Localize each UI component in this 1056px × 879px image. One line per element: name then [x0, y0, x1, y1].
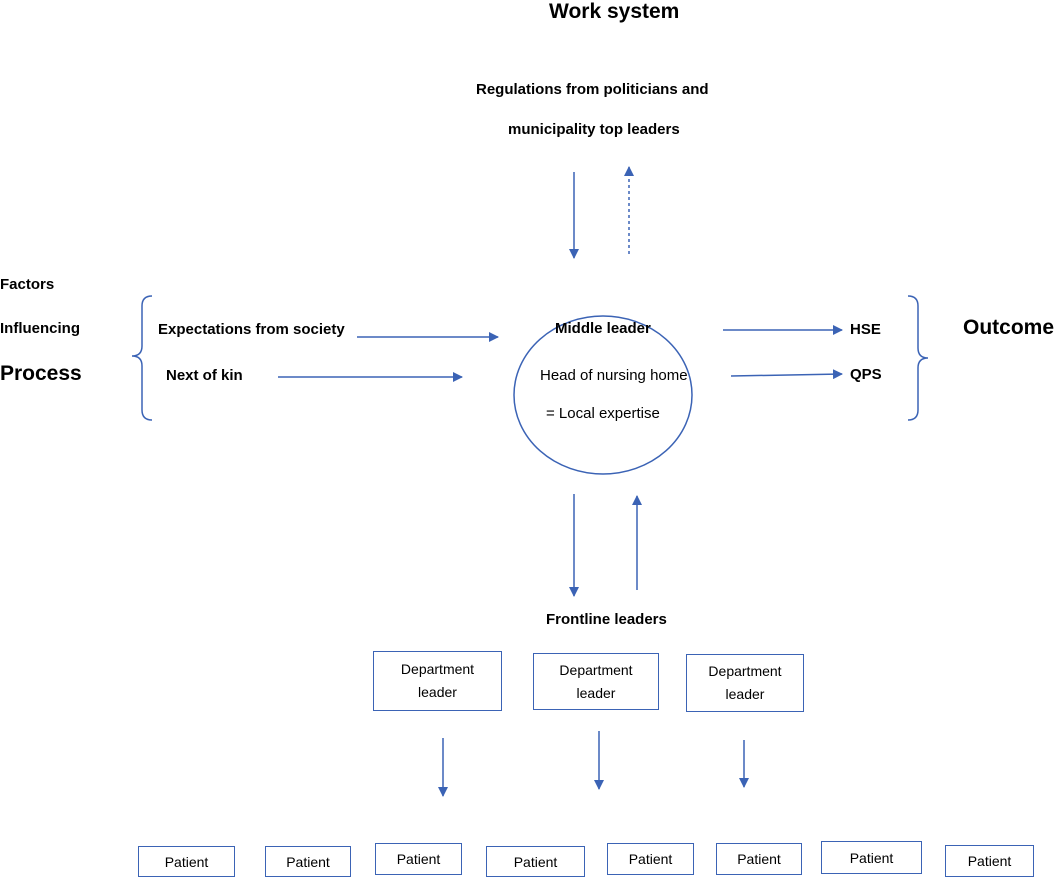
factors-label: Factors — [0, 276, 55, 293]
patient-label: Patient — [396, 851, 441, 867]
regulations-line1: Regulations from politicians and — [476, 81, 709, 98]
department-label: Department — [708, 663, 782, 679]
patient-box: Patient — [945, 845, 1034, 877]
patient-box: Patient — [375, 843, 462, 875]
patient-label: Patient — [967, 853, 1012, 869]
department-label: Department — [559, 661, 633, 678]
head-of-nursing-home-label: Head of nursing home — [540, 367, 688, 384]
department-label: Department — [400, 661, 475, 677]
department-leader-box: Department leader — [373, 651, 502, 711]
patient-box: Patient — [265, 846, 351, 877]
patient-label: Patient — [628, 851, 673, 867]
patient-box: Patient — [716, 843, 802, 875]
next-of-kin-label: Next of kin — [166, 367, 243, 384]
local-expertise-label: = Local expertise — [546, 405, 660, 422]
expectations-label: Expectations from society — [158, 321, 345, 338]
department-leader-label: leader — [576, 684, 616, 701]
patient-label: Patient — [513, 853, 558, 870]
process-label: Process — [0, 362, 82, 385]
patient-label: Patient — [164, 853, 209, 870]
patient-label: Patient — [286, 853, 330, 870]
arrow-qps — [730, 369, 843, 380]
diagram-title: Work system — [549, 0, 680, 23]
patient-box: Patient — [486, 846, 585, 877]
patient-box: Patient — [138, 846, 235, 877]
patient-label: Patient — [849, 849, 894, 866]
qps-label: QPS — [850, 366, 882, 383]
influencing-label: Influencing — [0, 320, 80, 337]
right-brace — [907, 295, 929, 421]
department-leader-label: leader — [418, 684, 457, 700]
outcome-label: Outcome — [963, 316, 1055, 339]
department-leader-box: Department leader — [686, 654, 804, 712]
department-leader-label: leader — [725, 686, 765, 702]
department-leader-box: Department leader — [533, 653, 659, 710]
patient-box: Patient — [821, 841, 922, 874]
middle-leader-label: Middle leader — [555, 320, 651, 337]
frontline-leaders-label: Frontline leaders — [546, 611, 667, 628]
patient-label: Patient — [737, 851, 781, 867]
middle-leader-ellipse — [513, 315, 693, 475]
hse-label: HSE — [850, 321, 881, 338]
regulations-line2: municipality top leaders — [508, 121, 680, 138]
left-brace — [131, 295, 153, 421]
patient-box: Patient — [607, 843, 694, 875]
